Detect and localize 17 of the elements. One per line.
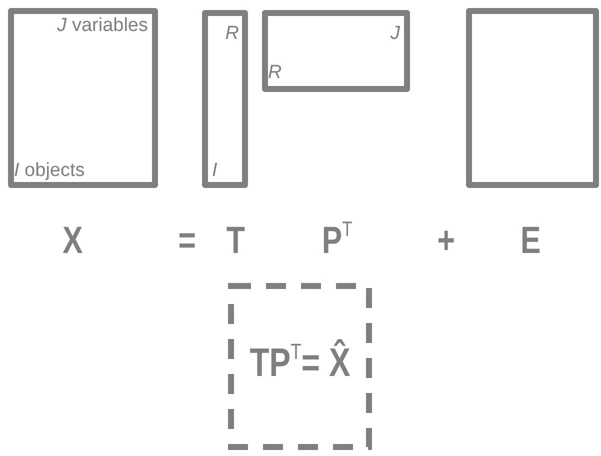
matrix-dimension-label: I — [212, 161, 218, 180]
matrix-box — [466, 8, 599, 188]
matrix-dimension-label: I objects — [14, 161, 85, 180]
matrix-dimension-label: R — [268, 63, 282, 82]
matrix-box — [262, 10, 410, 92]
equation-symbol: P$^{T}$ — [322, 222, 352, 260]
equation-symbol: E — [520, 222, 541, 260]
matrix-dimension-label: J variables — [57, 16, 148, 35]
equation-symbol: X — [62, 222, 83, 260]
matrix-box — [202, 10, 248, 188]
dashed-matrix-box — [228, 283, 372, 450]
equation-symbol: T — [226, 222, 245, 260]
matrix-dimension-label: R — [225, 24, 239, 43]
matrix-box — [8, 8, 158, 188]
equation-symbol: = — [178, 222, 196, 260]
matrix-dimension-label: J — [390, 24, 400, 43]
equation-symbol: + — [437, 222, 455, 260]
